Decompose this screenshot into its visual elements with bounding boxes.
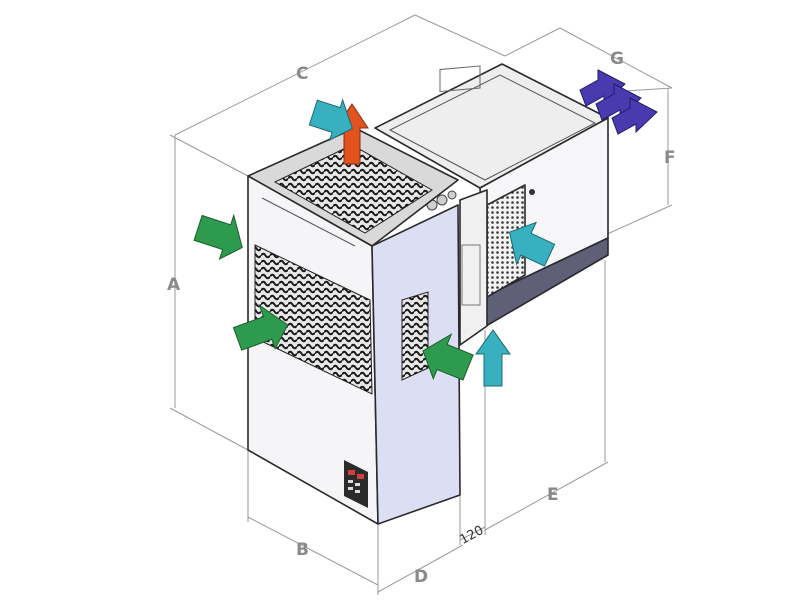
dim-label-e: E xyxy=(547,485,559,505)
condensing-unit xyxy=(247,127,461,525)
cyan-return-arrow xyxy=(475,329,511,387)
cyan-return-arrow xyxy=(308,98,353,141)
dim-label-g: G xyxy=(610,49,624,69)
dim-label-f: F xyxy=(664,148,676,168)
green-intake-arrow xyxy=(422,333,474,381)
dim-label-c: C xyxy=(296,64,308,84)
green-intake-arrow xyxy=(193,213,243,261)
dim-label-a: A xyxy=(167,275,181,295)
airflow-arrows xyxy=(193,69,658,387)
dim-label-d: D xyxy=(414,567,428,587)
condenser-front-grille xyxy=(254,244,373,395)
condenser-top-grille xyxy=(273,144,433,234)
purple-supply-arrow xyxy=(611,97,658,135)
green-intake-arrow xyxy=(232,304,289,351)
condenser-side-grille xyxy=(401,291,429,381)
control-panel-icon xyxy=(344,460,368,508)
dimension-lines xyxy=(169,14,673,595)
evaporator-unit xyxy=(374,63,609,346)
dim-label-120: 120 xyxy=(457,523,486,548)
dim-label-b: B xyxy=(296,540,309,560)
cyan-return-arrow xyxy=(508,221,556,267)
